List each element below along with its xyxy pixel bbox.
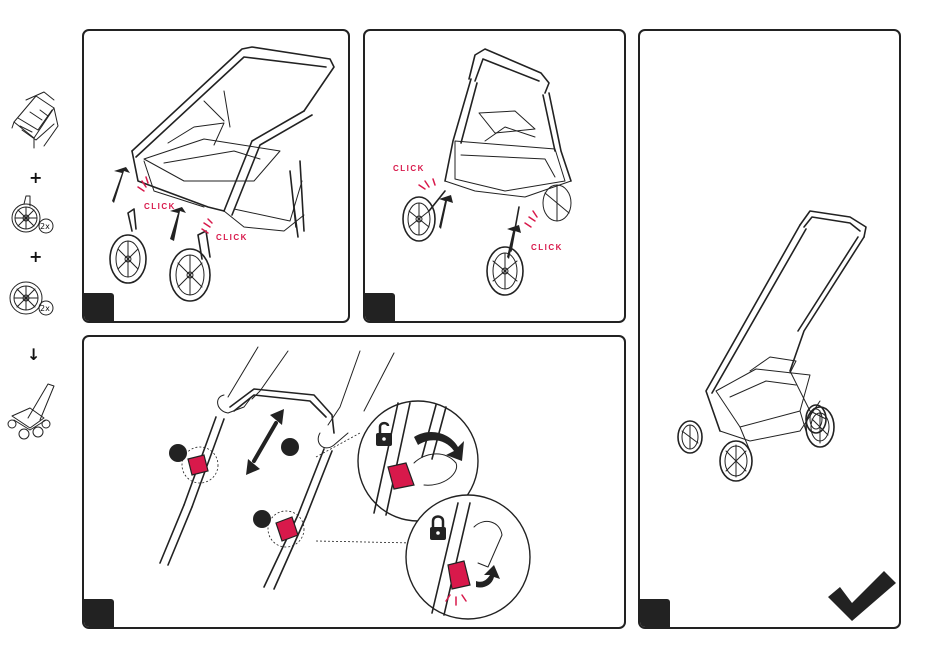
wheel-rear-right (806, 407, 834, 447)
step-number-badge-3 (82, 599, 114, 629)
checkmark-icon (828, 571, 896, 621)
front-wheel-count-badge: 2x (40, 222, 50, 231)
push-up-arrow-left (112, 167, 130, 203)
step-dot-1 (169, 444, 187, 462)
rear-wheels-illustration: CLICK CLICK (365, 31, 626, 323)
step-panel-attach-front-wheels: CLICK CLICK (82, 29, 350, 323)
click-label-2: CLICK (216, 233, 248, 242)
plus-symbol-1: + (29, 168, 42, 187)
step-number-badge-2 (363, 293, 395, 323)
step-panel-handlebar-lock (82, 335, 626, 629)
step-dot-3 (253, 510, 271, 528)
step-number-badge-1 (82, 293, 114, 323)
down-arrow-symbol: ↓ (27, 345, 40, 364)
front-wheels-illustration: CLICK CLICK (84, 31, 350, 323)
push-up-arrow-right (507, 225, 521, 259)
rear-wheel-right (487, 207, 523, 295)
front-wheel-right (170, 231, 210, 301)
rear-wheel-thumbnail: 2x (10, 282, 53, 315)
seat-unit-thumbnail (12, 92, 58, 148)
assembled-stroller-thumbnail (8, 384, 54, 439)
sidebar: + 2x + 2x ↓ (0, 0, 80, 652)
handlebar-lock-illustration (84, 337, 626, 629)
plus-symbol-2: + (29, 247, 42, 266)
step-panel-attach-rear-wheels: CLICK CLICK (363, 29, 626, 323)
step-panel-completed-stroller (638, 29, 901, 629)
wheel-front-left (678, 421, 702, 453)
front-wheel-left (110, 209, 146, 283)
front-wheel-thumbnail: 2x (12, 196, 53, 233)
wheel-front-right (720, 441, 752, 481)
zoom-detail-lock (406, 495, 530, 619)
wheel-rear-left (806, 405, 826, 433)
push-up-arrow-left (439, 195, 453, 229)
click-label-2: CLICK (531, 243, 563, 252)
step-dot-2 (281, 438, 299, 456)
push-up-arrow-right (170, 207, 186, 241)
click-label-1: CLICK (144, 202, 176, 211)
rear-wheel-left (403, 191, 445, 241)
click-label-1: CLICK (393, 164, 425, 173)
assembled-stroller-illustration (640, 31, 901, 629)
rear-wheel-count-badge: 2x (40, 304, 50, 313)
step-number-badge-4 (638, 599, 670, 629)
double-arrow-icon (246, 409, 284, 475)
